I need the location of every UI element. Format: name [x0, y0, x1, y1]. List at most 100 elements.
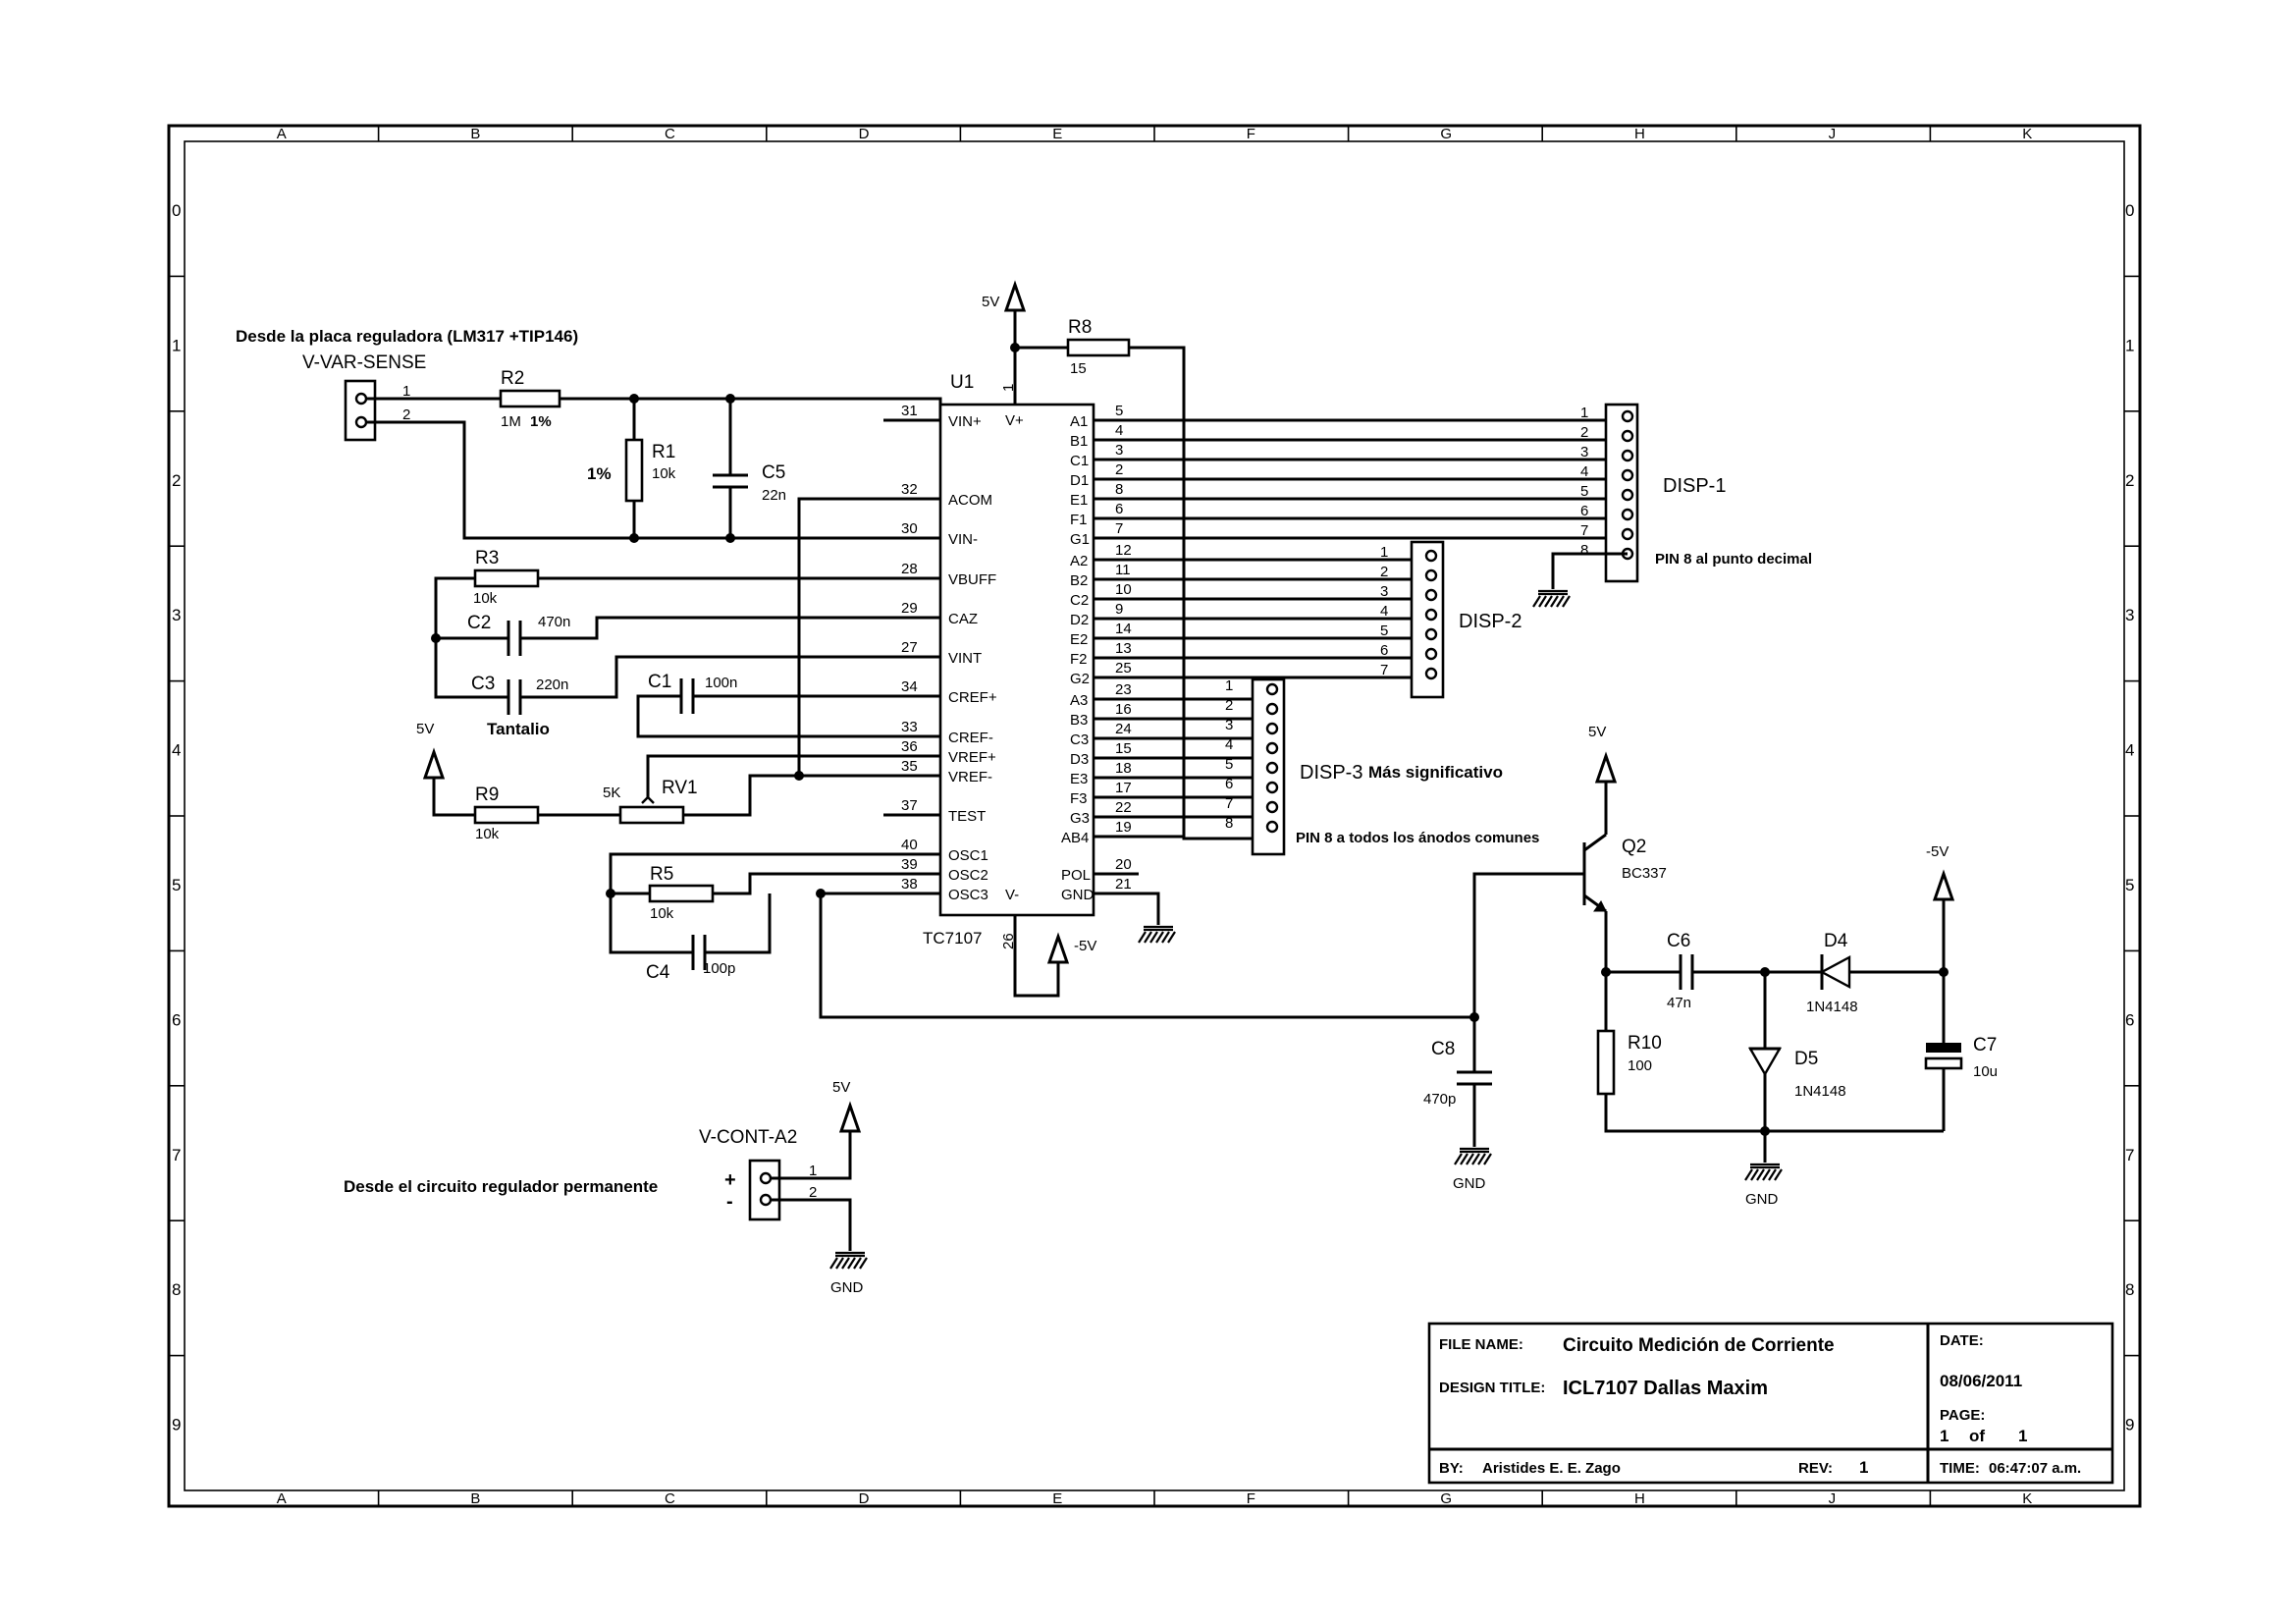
by-label: BY: [1439, 1460, 1464, 1477]
q2-ref: Q2 [1622, 837, 1646, 857]
u1-pin-name-g1: G1 [1070, 531, 1090, 548]
rev-label: REV: [1798, 1460, 1833, 1477]
control-pin-2: 2 [809, 1184, 817, 1201]
u1-pin-32: 32 [901, 481, 918, 498]
disp2-pin-4: 4 [1380, 603, 1388, 620]
input-connector: Desde la placa reguladora (LM317 +TIP146… [236, 327, 578, 442]
frame-row-right-6: 6 [2125, 1010, 2134, 1029]
u1-pin-20: 20 [1115, 856, 1132, 873]
segment-buses [1139, 418, 1623, 839]
r9-ref: R9 [475, 785, 499, 805]
u1-pin-39: 39 [901, 856, 918, 873]
r3-value: 10k [473, 590, 498, 607]
u1-pin-name-d1: D1 [1070, 472, 1089, 489]
c6-ref: C6 [1667, 931, 1690, 951]
c4-ref: C4 [646, 962, 670, 983]
disp3-pin-5: 5 [1225, 756, 1233, 773]
page-label: PAGE: [1940, 1407, 1985, 1424]
disp1-pin-3: 3 [1580, 444, 1588, 460]
u1-pin-2: 2 [1115, 461, 1123, 478]
u1-pin-name-f3: F3 [1070, 790, 1088, 807]
u1-right-pins: 5A14B13C12D18E16F17G112A211B210C29D214E2… [1061, 403, 1139, 903]
u1-pin-33: 33 [901, 719, 918, 735]
frame-row-right-2: 2 [2125, 471, 2134, 490]
u1-pin-10: 10 [1115, 581, 1132, 598]
r1-ref: R1 [652, 442, 675, 462]
u1-pin-35: 35 [901, 758, 918, 775]
control-note: Desde el circuito regulador permanente [344, 1177, 658, 1196]
u1-vminus-label: V- [1005, 887, 1019, 903]
r9-value: 10k [475, 826, 500, 842]
u1-ref: U1 [950, 372, 974, 393]
u1-pin-9: 9 [1115, 601, 1123, 618]
u1-pin-name-f2: F2 [1070, 651, 1088, 668]
disp1-pin-5: 5 [1580, 483, 1588, 500]
u1-pin-name-cref+: CREF+ [948, 689, 997, 706]
frame-row-9: 9 [172, 1416, 181, 1435]
rv1-ref: RV1 [662, 778, 698, 798]
c4-value: 100p [703, 960, 735, 977]
u1-pin-name-e1: E1 [1070, 492, 1088, 509]
u1-pin-name-b3: B3 [1070, 712, 1088, 729]
u1-pin-name-osc3: OSC3 [948, 887, 988, 903]
frame-row-4: 4 [172, 741, 181, 760]
disp3-pin-8: 8 [1225, 815, 1233, 832]
u1-pin-name-vbuff: VBUFF [948, 571, 996, 588]
r2-ref: R2 [501, 368, 524, 389]
u1-part: TC7107 [923, 929, 982, 947]
page-current: 1 [1940, 1427, 1949, 1445]
u1-pin-12: 12 [1115, 542, 1132, 559]
u1-pin-27: 27 [901, 639, 918, 656]
control-supply-label: 5V [832, 1079, 850, 1096]
disp3-pin-1: 1 [1225, 677, 1233, 694]
frame-row-7: 7 [172, 1146, 181, 1164]
u1-pin-26: 26 [1000, 933, 1017, 949]
disp2-pin-7: 7 [1380, 662, 1388, 678]
u1-pin-22: 22 [1115, 799, 1132, 816]
capacitor-c5: C5 22n [713, 462, 786, 504]
u1-pin-name-vref-: VREF- [948, 769, 992, 785]
u1-pin-name-ab4: AB4 [1061, 830, 1089, 846]
control-pin-1: 1 [809, 1163, 817, 1179]
u1-pin-name-pol: POL [1061, 867, 1091, 884]
frame-col-bottom-K: K [2022, 1490, 2032, 1507]
u1-pin-25: 25 [1115, 660, 1132, 677]
u1-gnd [1094, 892, 1177, 945]
c2-value: 470n [538, 614, 570, 630]
r2-tolerance: 1% [530, 413, 552, 430]
r1-tolerance: 1% [587, 464, 612, 483]
r8-ref: R8 [1068, 317, 1092, 338]
u1-pin-14: 14 [1115, 621, 1132, 637]
frame-row-right-3: 3 [2125, 606, 2134, 624]
u1-pin-name-c2: C2 [1070, 592, 1089, 609]
disp3-pin-6: 6 [1225, 776, 1233, 792]
u1-pin-37: 37 [901, 797, 918, 814]
c3-value: 220n [536, 677, 568, 693]
disp1-pin-7: 7 [1580, 522, 1588, 539]
frame-col-E: E [1052, 126, 1062, 142]
c8-value: 470p [1423, 1091, 1456, 1108]
disp3-note: PIN 8 a todos los ánodos comunes [1296, 830, 1539, 846]
control-minus: - [726, 1191, 733, 1213]
u1-pin-name-d3: D3 [1070, 751, 1089, 768]
control-gnd-label: GND [830, 1279, 864, 1296]
c2-ref: C2 [467, 613, 491, 633]
disp2-name: DISP-2 [1459, 611, 1522, 632]
control-plus: + [724, 1169, 736, 1191]
u1-pin-name-vin-: VIN- [948, 531, 978, 548]
c3-note: Tantalio [487, 720, 550, 738]
title-block: FILE NAME: Circuito Medición de Corrient… [1427, 1322, 2114, 1485]
author: Aristides E. E. Zago [1482, 1460, 1621, 1477]
frame-col-F: F [1247, 126, 1255, 142]
rev-value: 1 [1859, 1458, 1868, 1477]
disp2-pin-3: 3 [1380, 583, 1388, 600]
u1-pin-31: 31 [901, 403, 918, 419]
c8-ref: C8 [1431, 1039, 1455, 1059]
u1-pin-8: 8 [1115, 481, 1123, 498]
